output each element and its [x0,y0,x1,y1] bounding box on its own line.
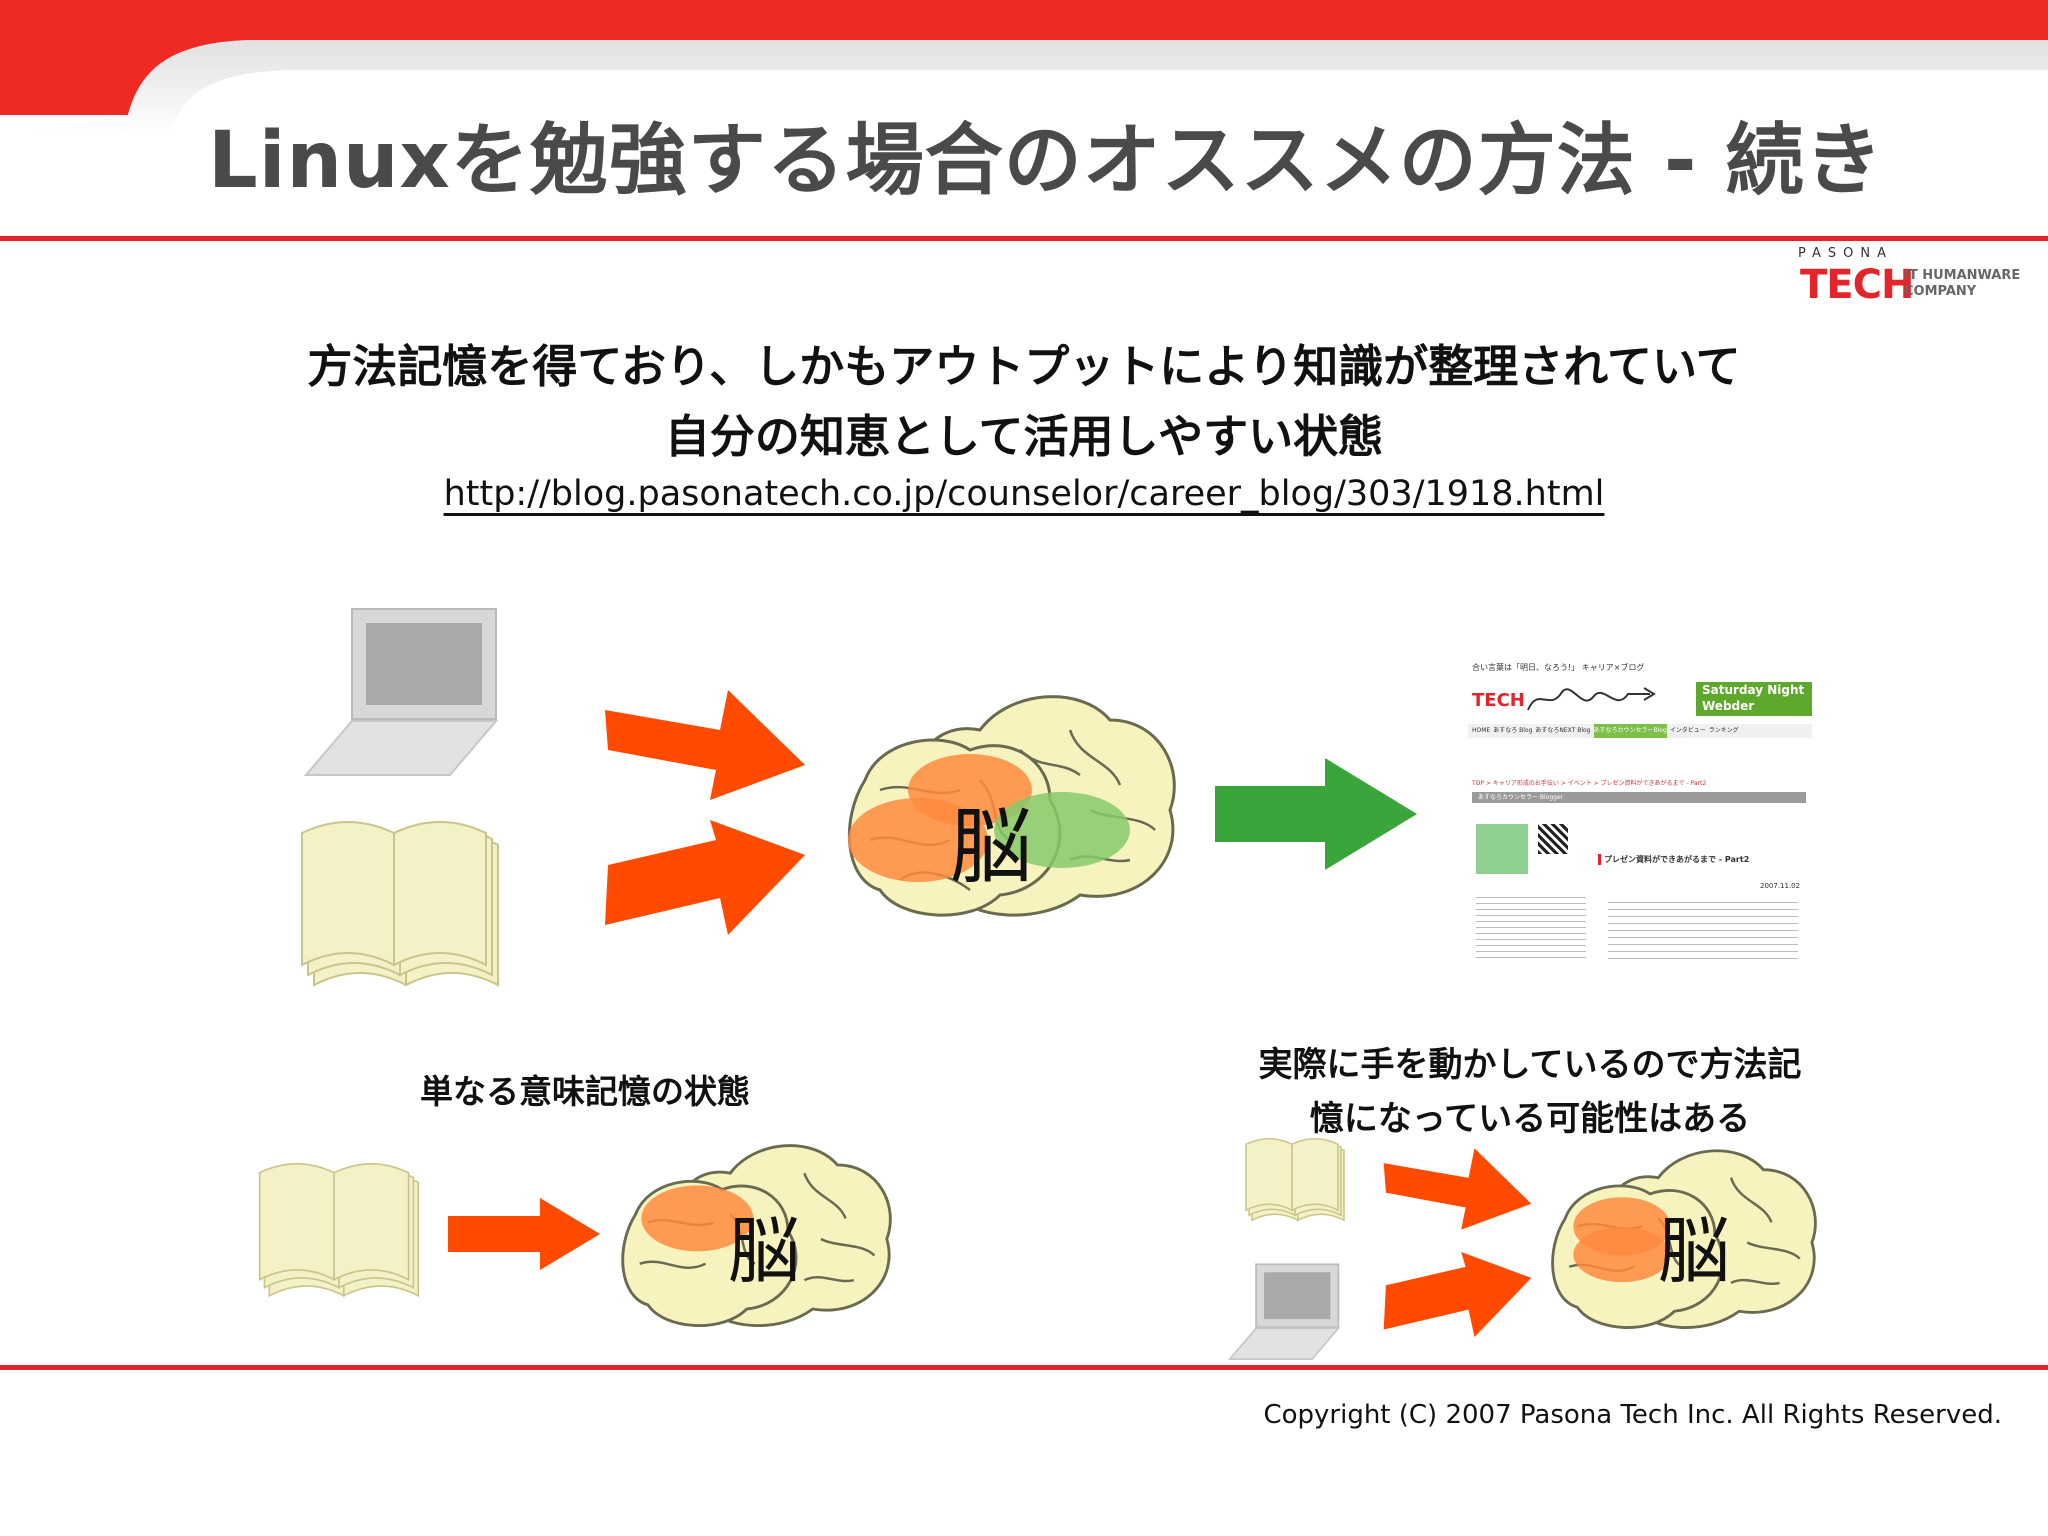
blog-nav-item[interactable]: あすなろカウンセラーBlog [1593,724,1667,738]
blog-section-bar: あすなろカウンセラー Blogger [1472,792,1806,803]
arrow-brain-to-blog [1215,758,1417,870]
footer-divider [0,1365,2048,1370]
blog-qr-icon [1538,824,1568,854]
brain-label-semantic: 脳 [728,1209,801,1293]
laptop-icon [303,608,499,776]
summary-line-2: 自分の知恵として活用しやすい状態 [664,410,1384,463]
blog-breadcrumb: TOP > キャリア形成のお手伝い > イベント > プレゼン資料ができあがるま… [1472,780,1707,787]
blog-post-date: 2007.11.02 [1760,882,1801,890]
blog-nav-item[interactable]: あすなろNEXT Blog [1535,727,1591,734]
blog-tagline: 合い言葉は「明日、なろう!」 キャリア×ブログ [1472,663,1645,672]
blog-text-block [1608,896,1798,962]
procedural-memory-caption-1: 実際に手を動かしているので方法記 [1258,1045,1802,1085]
blog-post-title: プレゼン資料ができあがるまで - Part2 [1598,854,1749,865]
logo-tech-text: TECH [1800,262,1914,308]
procedural-memory-caption-2: 憶になっている可能性はある [1309,1099,1751,1139]
logo-tagline-1: IT HUMANWARE [1904,268,2021,283]
book-icon-small [1245,1138,1345,1222]
arrow-laptop-to-brain-procedural [1383,1252,1532,1337]
blog-nav-item[interactable]: インタビュー [1669,727,1706,734]
brain-label-large: 脳 [950,800,1033,895]
arrow-laptop-to-brain [605,690,805,800]
logo-tagline-2: COMPANY [1904,284,1977,299]
header-band [0,0,2048,241]
slide-title: Linuxを勉強する場合のオススメの方法 - 続き [208,116,1884,206]
copyright-text: Copyright (C) 2007 Pasona Tech Inc. All … [1263,1400,2002,1430]
blog-nav-item[interactable]: ランキング [1708,727,1739,734]
blog-banner-text: Saturday Night Webder [1702,683,1805,713]
brain-label-procedural: 脳 [1658,1209,1731,1293]
blog-banner: Saturday Night Webder [1696,682,1812,716]
book-icon [301,821,499,987]
semantic-memory-caption: 単なる意味記憶の状態 [420,1072,750,1111]
laptop-icon-small [1227,1263,1341,1360]
arrow-book-to-brain-small [448,1198,600,1270]
brain-icon-large [847,695,1176,917]
brain-icon-semantic [621,1144,892,1327]
blog-nav-item[interactable]: あすなろ Blog [1493,727,1533,734]
blog-nav: HOME あすなろ Blog あすなろNEXT Blog あすなろカウンセラーB… [1468,724,1812,738]
summary-line-1: 方法記憶を得ており、しかもアウトプットにより知識が整理されていて [307,340,1741,393]
blog-screenshot: 合い言葉は「明日、なろう!」 キャリア×ブログ TECH Saturday Ni… [1468,660,1812,970]
logo-pasona-text: PASONA [1798,246,1894,261]
source-link[interactable]: http://blog.pasonatech.co.jp/counselor/c… [443,474,1605,514]
book-icon-small [258,1163,420,1298]
arrow-book-to-brain [605,820,805,935]
arrow-book-to-brain-procedural [1383,1148,1532,1230]
blog-section-title: あすなろカウンセラー Blogger [1478,794,1564,801]
blog-logo-icon [1527,687,1656,711]
blog-nav-item[interactable]: HOME [1472,727,1491,734]
blog-avatar [1476,824,1528,874]
blog-brand: TECH [1472,690,1525,711]
brain-icon-procedural [1551,1149,1817,1329]
blog-text-block [1476,892,1586,962]
